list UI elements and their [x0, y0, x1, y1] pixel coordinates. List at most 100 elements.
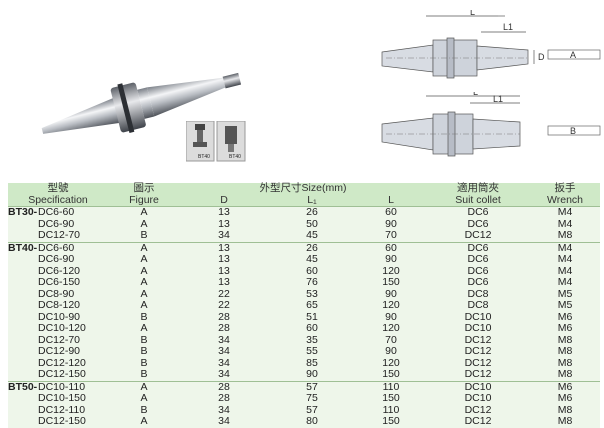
tool-holder-image: [41, 72, 242, 134]
cell-fig: A: [108, 241, 180, 254]
cell-l1: 45: [268, 253, 356, 266]
cell-d: 34: [180, 345, 268, 358]
cell-specification: DC10-120: [8, 322, 108, 335]
dim-l-label-b: L: [473, 92, 478, 97]
cell-collet: DC12: [426, 334, 531, 346]
model-code: DC6-60: [38, 206, 75, 218]
cell-d: 22: [180, 288, 268, 300]
cell-specification: DC6-120: [8, 265, 108, 277]
model-code: DC12-150: [38, 415, 86, 427]
cell-wrench: M4: [530, 241, 601, 254]
cell-l1: 65: [268, 299, 356, 312]
model-code: DC6-60: [38, 241, 75, 254]
cell-specification: DC8-120: [8, 299, 108, 312]
cell-fig: A: [108, 380, 180, 393]
cell-collet: DC6: [426, 253, 531, 266]
col-model-cn: 型號: [8, 182, 108, 195]
cell-wrench: M8: [530, 357, 601, 369]
cell-fig: B: [108, 368, 180, 381]
cell-l1: 26: [268, 206, 356, 219]
cell-d: 13: [180, 265, 268, 277]
cell-l: 60: [356, 241, 427, 254]
model-code: DC6-90: [38, 217, 75, 230]
cell-collet: DC12: [426, 345, 531, 358]
cell-l1: 35: [268, 334, 356, 346]
model-code: DC10-150: [38, 392, 86, 404]
dim-l1-label-b: L1: [493, 94, 503, 104]
thumb-label-right: BT40: [229, 154, 241, 160]
col-l: L: [356, 194, 427, 207]
cell-l: 70: [356, 229, 427, 242]
cell-d: 34: [180, 368, 268, 381]
cell-d: 13: [180, 253, 268, 266]
cell-collet: DC8: [426, 288, 531, 300]
cell-specification: DC10-90: [8, 310, 108, 323]
cell-specification: DC6-90: [8, 217, 108, 230]
cell-l1: 60: [268, 322, 356, 335]
cell-fig: A: [108, 415, 180, 428]
cell-wrench: M8: [530, 404, 601, 416]
cell-wrench: M4: [530, 265, 601, 277]
model-code: DC12-120: [38, 356, 86, 369]
figure-b-drawing: L L1 B: [381, 92, 601, 157]
model-code: DC8-90: [38, 287, 75, 300]
cell-l: 90: [356, 253, 427, 266]
cell-collet: DC8: [426, 299, 531, 312]
cell-wrench: M6: [530, 380, 601, 393]
figure-a-label: A: [570, 50, 576, 60]
cell-l: 60: [356, 206, 427, 219]
model-code: DC12-110: [38, 403, 86, 416]
cell-specification: DC10-150: [8, 392, 108, 405]
series-label: BT50-: [8, 380, 38, 393]
cell-l: 150: [356, 415, 427, 428]
cell-l: 150: [356, 368, 427, 381]
cell-fig: B: [108, 357, 180, 369]
cell-wrench: M6: [530, 322, 601, 335]
figure-a-drawing: L L1 D A: [381, 10, 601, 79]
cell-fig: A: [108, 392, 180, 405]
model-code: DC6-90: [38, 253, 75, 265]
cell-d: 34: [180, 334, 268, 346]
model-code: DC10-90: [38, 310, 81, 323]
cell-l1: 80: [268, 415, 356, 428]
cell-l1: 45: [268, 229, 356, 242]
cell-specification: DC6-90: [8, 253, 108, 266]
pull-stud-thumbnails: BT40 BT40: [185, 120, 246, 163]
cell-d: 28: [180, 311, 268, 323]
cell-specification: DC12-70: [8, 334, 108, 346]
cell-specification: BT40-DC6-60: [8, 241, 108, 254]
thumb-label-left: BT40: [198, 154, 210, 160]
cell-l: 120: [356, 299, 427, 312]
col-collet-cn: 適用筒夾: [426, 182, 531, 195]
cell-collet: DC12: [426, 229, 531, 242]
cell-fig: A: [108, 218, 180, 230]
col-d: D: [180, 194, 268, 207]
cell-specification: DC12-150: [8, 415, 108, 428]
cell-l1: 57: [268, 404, 356, 416]
cell-l: 90: [356, 311, 427, 323]
cell-l1: 85: [268, 357, 356, 369]
cell-collet: DC10: [426, 311, 531, 323]
col-figure-en: Figure: [108, 194, 180, 207]
cell-l1: 57: [268, 380, 356, 393]
cell-collet: DC12: [426, 368, 531, 381]
series-label: BT40-: [8, 241, 38, 254]
cell-specification: DC12-110: [8, 403, 108, 416]
cell-fig: A: [108, 288, 180, 300]
cell-d: 13: [180, 241, 268, 254]
cell-wrench: M4: [530, 218, 601, 230]
cell-wrench: M8: [530, 334, 601, 346]
cell-l1: 90: [268, 368, 356, 381]
cell-specification: DC12-70: [8, 229, 108, 242]
